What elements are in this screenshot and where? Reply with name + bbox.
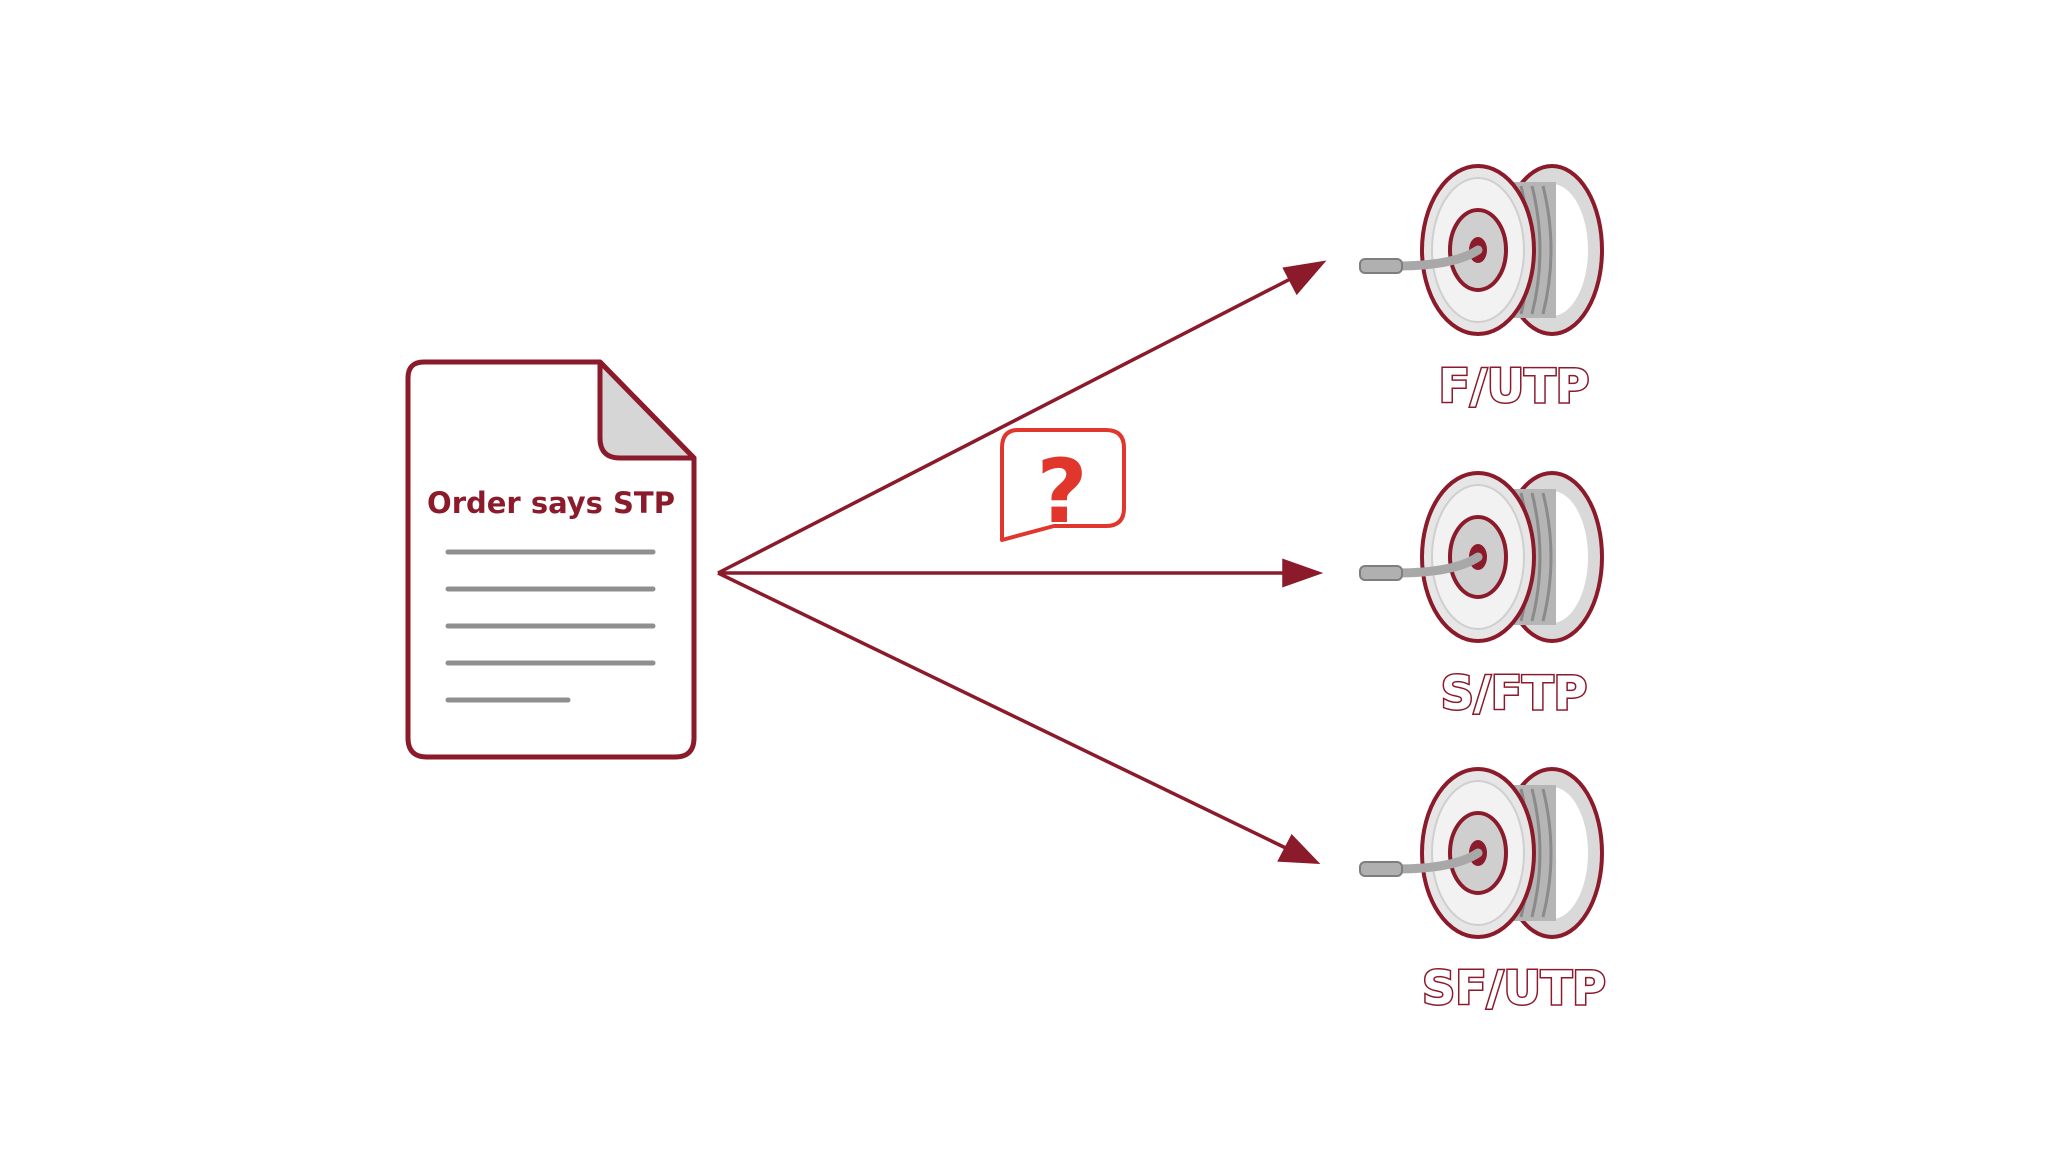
cable-spool: F/UTP: [1359, 164, 1604, 415]
document-title: Order says STP: [427, 486, 675, 520]
order-document: Order says STP: [405, 359, 697, 760]
cable-spool: S/FTP: [1359, 471, 1604, 722]
document-folded-corner: [597, 359, 697, 461]
cable-spools: F/UTP S/FTP SF/UTP: [1359, 164, 1607, 1017]
cable-winding-line: [1530, 185, 1542, 315]
arrow-to-fut p: [717, 272, 1301, 575]
arrowhead-icon: [1282, 558, 1324, 588]
cable-spool: SF/UTP: [1359, 767, 1607, 1017]
cable-connector-tip: [1359, 565, 1403, 581]
cable-winding-line: [1530, 492, 1542, 622]
cable-connector-tip: [1359, 861, 1403, 877]
cable-end: [1391, 848, 1483, 874]
spool-label: F/UTP: [1439, 359, 1590, 413]
document-text-lines: [445, 549, 656, 703]
arrowhead-icon: [1277, 834, 1321, 864]
document-body: [405, 359, 697, 760]
question-mark-icon: ?: [1036, 440, 1087, 543]
speech-bubble-outline: [1000, 428, 1126, 542]
spool-label: SF/UTP: [1422, 961, 1606, 1015]
cable-connector-tip: [1359, 258, 1403, 274]
question-bubble: ?: [1000, 428, 1126, 543]
arrows: [717, 260, 1327, 864]
spool-label: S/FTP: [1441, 666, 1587, 720]
arrowhead-icon: [1282, 260, 1327, 296]
cable-end: [1391, 552, 1483, 578]
cable-winding-line: [1541, 185, 1553, 315]
cable-winding-line: [1541, 492, 1553, 622]
cable-winding-line: [1530, 788, 1542, 918]
cable-end: [1391, 245, 1483, 271]
cable-winding-line: [1541, 788, 1553, 918]
arrow-to-sfutp: [717, 571, 1295, 854]
